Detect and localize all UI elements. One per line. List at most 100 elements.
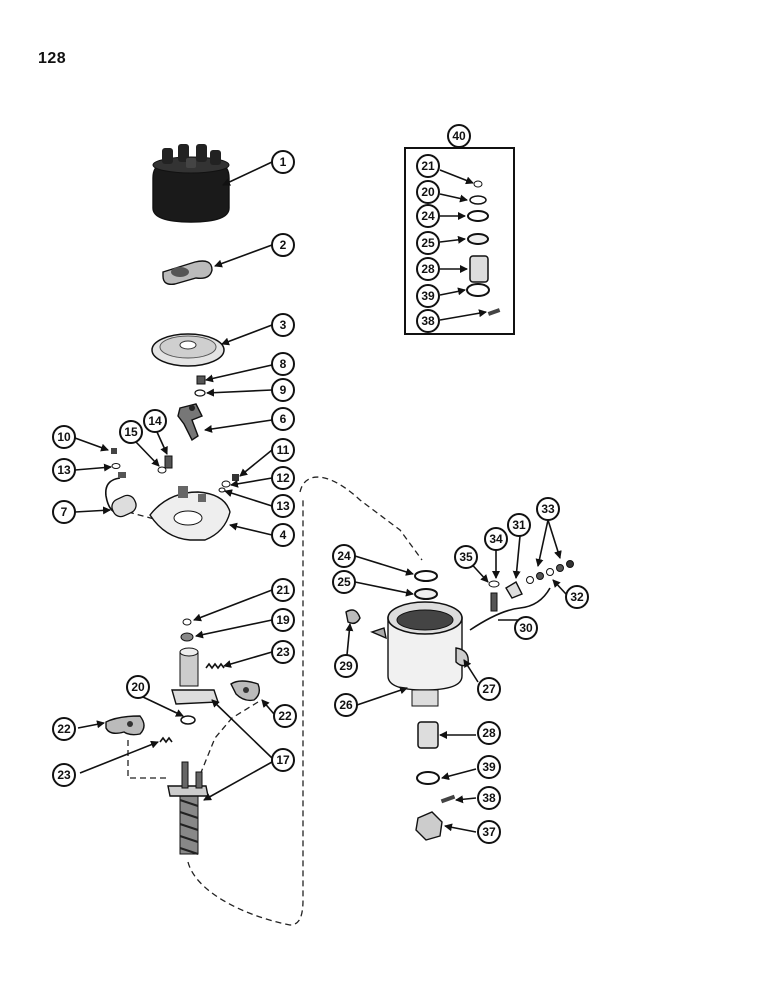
washer-35-part [488,580,500,588]
svg-text:24: 24 [421,209,435,223]
nut-11-part [232,474,239,481]
svg-text:34: 34 [489,532,503,546]
svg-text:37: 37 [482,825,496,839]
callout-23-upper: 23 [271,640,295,664]
rotor-part [162,260,213,286]
callout-15: 15 [119,420,143,444]
spring-23-upper-part [205,662,225,670]
assembly-line-weight-left [127,740,168,779]
svg-text:13: 13 [276,499,290,513]
callout-10: 10 [52,425,76,449]
callout-13-right: 13 [271,494,295,518]
clip-29-part [345,609,361,625]
insulator-31-part [505,581,523,599]
nuts-32-33-parts [526,560,574,584]
housing-part [370,601,469,707]
svg-text:25: 25 [421,236,435,250]
svg-text:6: 6 [280,412,287,426]
svg-text:40: 40 [452,129,466,143]
callout-3: 3 [271,313,295,337]
washer-19-part [180,632,194,642]
svg-text:1: 1 [280,155,287,169]
shaft-part [167,761,209,855]
callout-37: 37 [477,820,501,844]
svg-text:14: 14 [148,414,162,428]
callout-kit-25: 25 [416,231,440,255]
callout-32: 32 [565,585,589,609]
terminal-34-part [490,592,498,612]
weight-22-left-part [105,715,145,736]
svg-text:31: 31 [512,518,526,532]
svg-text:32: 32 [570,590,584,604]
condenser-part [104,472,137,518]
svg-text:9: 9 [280,383,287,397]
callout-22-right: 22 [273,704,297,728]
svg-text:39: 39 [482,760,496,774]
svg-text:8: 8 [280,357,287,371]
svg-text:29: 29 [339,659,353,673]
callout-38: 38 [477,786,501,810]
svg-text:2: 2 [280,238,287,252]
callout-26: 26 [334,693,358,717]
svg-text:27: 27 [482,682,496,696]
svg-text:25: 25 [337,575,351,589]
washer-25-part [414,588,438,600]
svg-text:30: 30 [519,621,533,635]
washer-20-part [180,715,196,725]
kit-part-24 [467,210,489,222]
screw-8-part [196,375,206,385]
callout-1: 1 [271,150,295,174]
callout-9: 9 [271,378,295,402]
svg-text:22: 22 [278,709,292,723]
svg-text:38: 38 [421,314,435,328]
wire-30-part [469,587,551,631]
svg-text:33: 33 [541,502,555,516]
assembly-line-shaft [187,500,304,926]
svg-text:7: 7 [61,505,68,519]
callout-22-left: 22 [52,717,76,741]
spring-23-lower-part [159,736,173,744]
callout-13-left: 13 [52,458,76,482]
kit-part-20 [469,195,487,205]
svg-text:4: 4 [280,528,287,542]
assembly-line-weight-right [199,701,259,776]
svg-text:20: 20 [421,185,435,199]
callout-27: 27 [477,677,501,701]
callout-34: 34 [484,527,508,551]
callout-7: 7 [52,500,76,524]
distributor-cap-part [152,144,230,223]
callout-29: 29 [334,654,358,678]
kit-part-25 [467,233,489,245]
callout-2: 2 [271,233,295,257]
svg-text:28: 28 [421,262,435,276]
svg-text:26: 26 [339,698,353,712]
callout-20: 20 [126,675,150,699]
callout-17: 17 [271,748,295,772]
callout-30: 30 [514,616,538,640]
callout-11: 11 [271,438,295,462]
washer-24-part [414,570,438,582]
callout-kit-38: 38 [416,309,440,333]
svg-text:23: 23 [276,645,290,659]
svg-text:24: 24 [337,549,351,563]
dust-cover-part [151,333,225,367]
bushing-28-part [417,721,439,749]
assembly-line-housing [299,476,423,561]
callout-6: 6 [271,407,295,431]
weight-22-right-part [230,680,261,702]
washer-12-part [221,480,231,488]
svg-text:23: 23 [57,768,71,782]
kit-part-39 [466,283,490,297]
svg-text:19: 19 [276,613,290,627]
contact-points-part [177,403,203,442]
callout-19: 19 [271,608,295,632]
kit-box [404,147,515,335]
leader-lines [74,161,567,833]
page-number: 128 [38,50,67,67]
svg-text:39: 39 [421,289,435,303]
washer-9-part [194,389,206,397]
svg-text:28: 28 [482,726,496,740]
callout-kit-28: 28 [416,257,440,281]
lockwasher-15-part [157,466,167,474]
